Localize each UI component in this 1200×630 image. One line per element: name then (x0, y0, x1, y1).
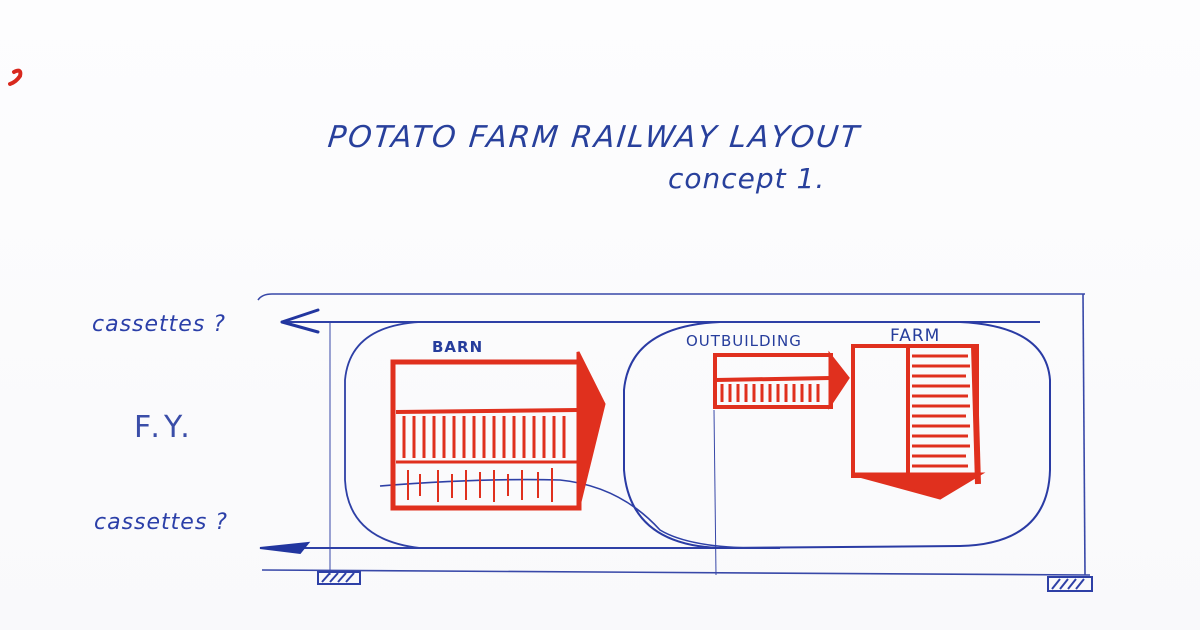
farm-building (851, 344, 986, 500)
baseboard-support-icon (1047, 576, 1093, 592)
barn-building (390, 351, 606, 511)
baseboard-support-icon (317, 571, 361, 585)
right-track-loop (623, 321, 1051, 550)
farm-label: FARM (890, 326, 941, 346)
fiddle-yard-label: F.Y. (134, 410, 194, 445)
sketch-subtitle: concept 1. (668, 162, 826, 195)
red-ink-mark-icon (8, 68, 23, 86)
cassettes-top-label: cassettes ? (92, 312, 226, 337)
siding-track (379, 478, 761, 549)
left-arrow-icon (280, 308, 320, 334)
outbuilding-label: OUTBUILDING (686, 332, 802, 350)
baseboard-outline (257, 293, 1091, 576)
left-track-loop (344, 321, 421, 549)
sketch-title: POTATO FARM RAILWAY LAYOUT (326, 120, 863, 155)
left-arrow-icon (259, 541, 311, 555)
outbuilding-building (713, 350, 850, 410)
cassettes-bottom-label: cassettes ? (94, 510, 228, 535)
barn-label: BARN (432, 338, 484, 356)
